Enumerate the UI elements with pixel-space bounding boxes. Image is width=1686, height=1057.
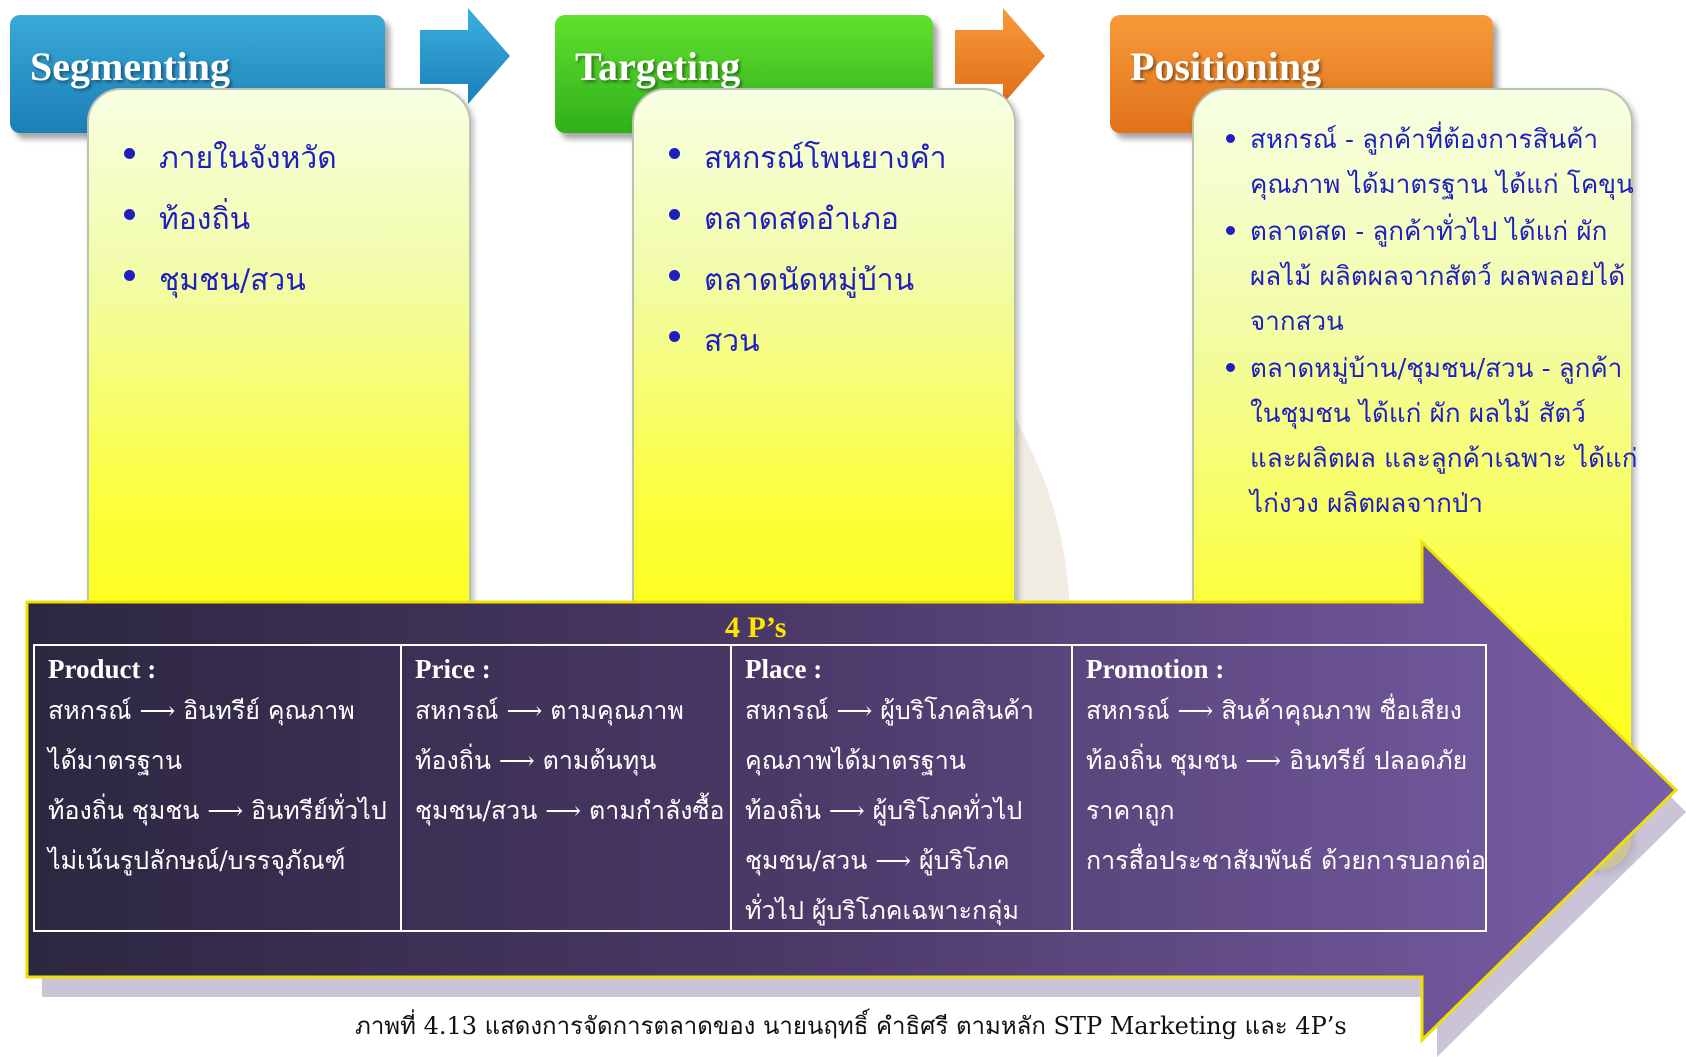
promotion-line: ราคาถูก: [1086, 796, 1175, 825]
four-ps-title: 4 P’s: [725, 611, 787, 644]
place-heading: Place :: [745, 654, 823, 684]
product-line: ไม่เน้นรูปลักษณ์/บรรจุภัณฑ์: [48, 846, 346, 875]
positioning-line: คุณภาพ ได้มาตรฐาน ได้แก่ โคขุน: [1250, 170, 1634, 200]
place-line: สหกรณ์ ⟶ ผู้บริโภคสินค้า: [745, 696, 1034, 725]
promotion-line: การสื่อประชาสัมพันธ์ ด้วยการบอกต่อ: [1086, 846, 1486, 875]
segmenting-item: ท้องถิ่น: [124, 189, 337, 250]
segmenting-item: ภายในจังหวัด: [124, 128, 337, 189]
promotion-column: Promotion : สหกรณ์ ⟶ สินค้าคุณภาพ ชื่อเส…: [1073, 646, 1486, 930]
price-line: ท้องถิ่น ⟶ ตามต้นทุน: [415, 746, 657, 775]
positioning-line: สหกรณ์ - ลูกค้าที่ต้องการสินค้า: [1250, 125, 1599, 155]
targeting-box: สหกรณ์โพนยางคำ ตลาดสดอำเภอ ตลาดนัดหมู่บ้…: [632, 88, 1016, 712]
place-line: ท้องถิ่น ⟶ ผู้บริโภคทั่วไป: [745, 796, 1023, 825]
price-heading: Price :: [415, 654, 491, 684]
price-line: ชุมชน/สวน ⟶ ตามกำลังซื้อ: [415, 796, 725, 825]
positioning-line: ไก่งวง ผลิตผลจากป่า: [1250, 489, 1483, 519]
price-column: Price : สหกรณ์ ⟶ ตามคุณภาพ ท้องถิ่น ⟶ ตา…: [402, 646, 732, 930]
place-line: ชุมชน/สวน ⟶ ผู้บริโภค: [745, 846, 1010, 875]
targeting-item: ตลาดนัดหมู่บ้าน: [669, 250, 947, 311]
targeting-item: สหกรณ์โพนยางคำ: [669, 128, 947, 189]
segmenting-item: ชุมชน/สวน: [124, 250, 337, 311]
positioning-title: Positioning: [1130, 44, 1322, 89]
positioning-item: ตลาดหมู่บ้าน/ชุมชน/สวน - ลูกค้า ในชุมชน …: [1226, 347, 1638, 527]
place-line: คุณภาพได้มาตรฐาน: [745, 746, 966, 775]
product-column: Product : สหกรณ์ ⟶ อินทรีย์ คุณภาพ ได้มา…: [35, 646, 402, 930]
product-heading: Product :: [48, 654, 157, 684]
positioning-line: ผลไม้ ผลิตผลจากสัตว์ ผลพลอยได้: [1250, 262, 1626, 292]
product-line: ท้องถิ่น ชุมชน ⟶ อินทรีย์ทั่วไป: [48, 796, 387, 825]
place-line: ทั่วไป ผู้บริโภคเฉพาะกลุ่ม: [745, 896, 1019, 925]
segmenting-to-targeting-arrow: [420, 8, 510, 104]
positioning-item: สหกรณ์ - ลูกค้าที่ต้องการสินค้า คุณภาพ ไ…: [1226, 118, 1638, 208]
product-line: สหกรณ์ ⟶ อินทรีย์ คุณภาพ: [48, 696, 355, 725]
positioning-line: ในชุมชน ได้แก่ ผัก ผลไม้ สัตว์: [1250, 399, 1586, 429]
positioning-item: ตลาดสด - ลูกค้าทั่วไป ได้แก่ ผัก ผลไม้ ผ…: [1226, 210, 1638, 345]
place-column: Place : สหกรณ์ ⟶ ผู้บริโภคสินค้า คุณภาพไ…: [732, 646, 1073, 930]
positioning-line: ตลาดสด - ลูกค้าทั่วไป ได้แก่ ผัก: [1250, 217, 1608, 247]
segmenting-list: ภายในจังหวัด ท้องถิ่น ชุมชน/สวน: [124, 128, 337, 311]
positioning-line: จากสวน: [1250, 307, 1344, 337]
product-line: ได้มาตรฐาน: [48, 746, 182, 775]
positioning-list: สหกรณ์ - ลูกค้าที่ต้องการสินค้า คุณภาพ ไ…: [1226, 118, 1638, 529]
positioning-line: ตลาดหมู่บ้าน/ชุมชน/สวน - ลูกค้า: [1250, 354, 1623, 384]
figure-caption: ภาพที่ 4.13 แสดงการจัดการตลาดของ นายนฤทธ…: [355, 1012, 1347, 1040]
price-line: สหกรณ์ ⟶ ตามคุณภาพ: [415, 696, 684, 725]
targeting-item: ตลาดสดอำเภอ: [669, 189, 947, 250]
targeting-title: Targeting: [575, 44, 741, 89]
four-ps-table: Product : สหกรณ์ ⟶ อินทรีย์ คุณภาพ ได้มา…: [33, 644, 1487, 932]
segmenting-title: Segmenting: [30, 44, 230, 89]
promotion-line: สหกรณ์ ⟶ สินค้าคุณภาพ ชื่อเสียง: [1086, 696, 1462, 725]
targeting-list: สหกรณ์โพนยางคำ ตลาดสดอำเภอ ตลาดนัดหมู่บ้…: [669, 128, 947, 372]
targeting-to-positioning-arrow: [955, 8, 1045, 104]
promotion-heading: Promotion :: [1086, 654, 1225, 684]
positioning-line: และผลิตผล และลูกค้าเฉพาะ ได้แก่: [1250, 444, 1638, 474]
targeting-item: สวน: [669, 311, 947, 372]
promotion-line: ท้องถิ่น ชุมชน ⟶ อินทรีย์ ปลอดภัย: [1086, 746, 1468, 775]
